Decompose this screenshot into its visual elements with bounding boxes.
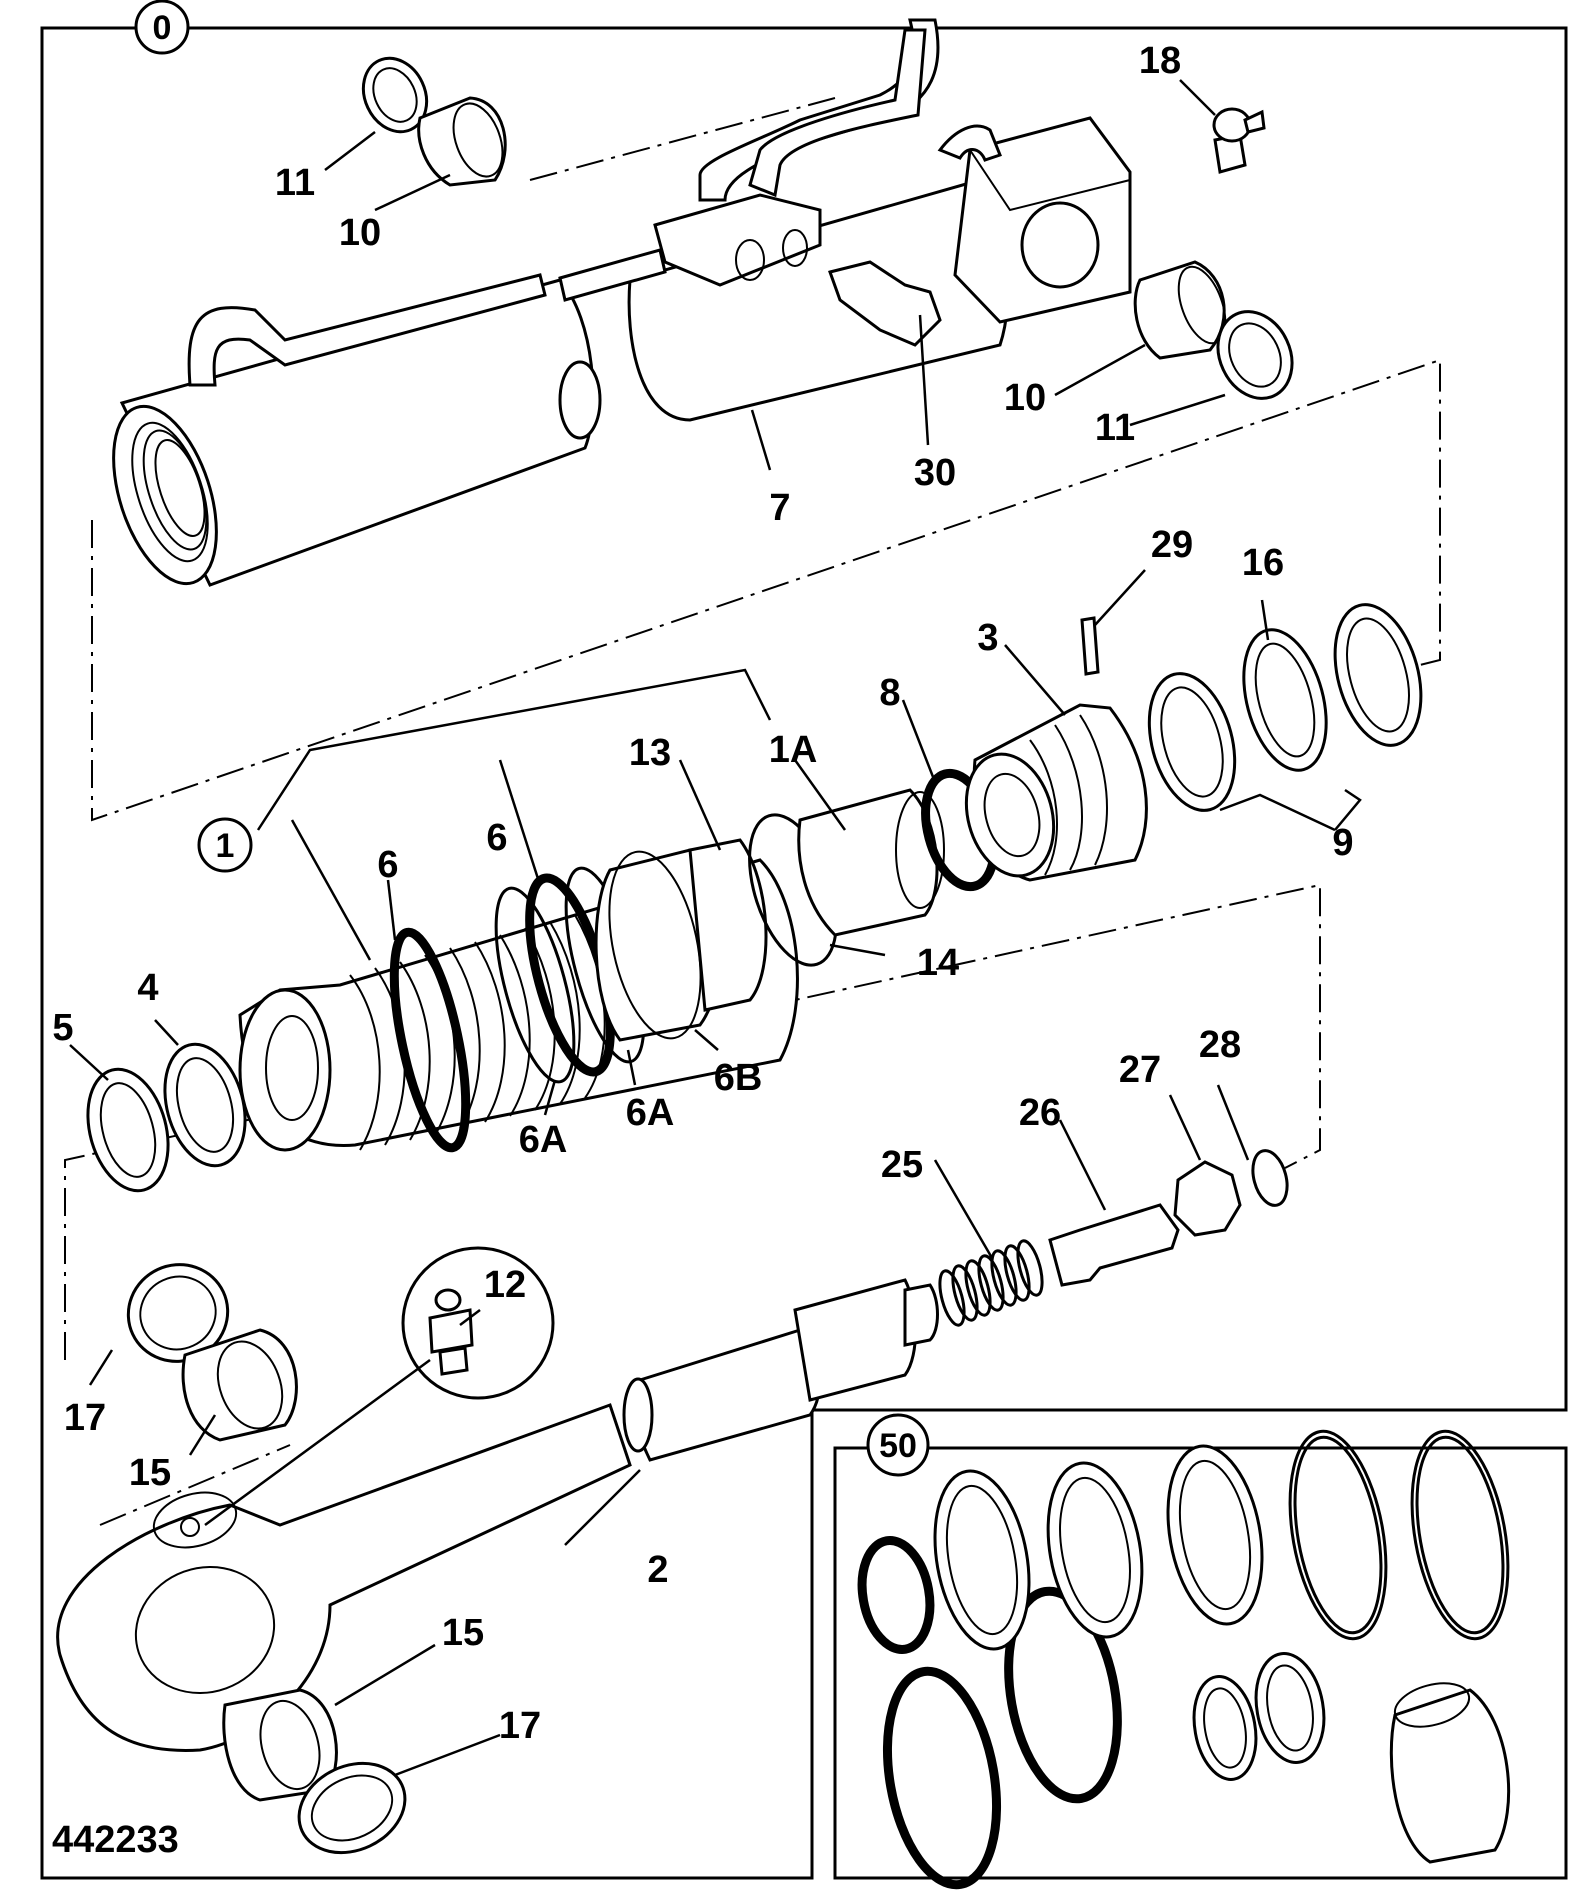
part-1A-spacer: [797, 788, 939, 937]
label-11-right: 11: [1095, 407, 1135, 449]
label-11-top: 11: [275, 162, 315, 204]
label-10-right: 10: [1004, 377, 1046, 419]
part-12-grease-nipple: [428, 1288, 474, 1376]
label-16: 16: [1242, 542, 1284, 584]
part-13-ring: [688, 838, 768, 1012]
label-1A: 1A: [769, 729, 818, 771]
label-15-lower: 15: [442, 1612, 484, 1654]
part-26-valve: [1048, 1203, 1180, 1287]
label-6A-right: 6A: [626, 1092, 675, 1134]
part-12-detail-circle: [401, 1246, 555, 1400]
label-30: 30: [914, 452, 956, 494]
part-4-seal: [163, 1042, 247, 1168]
part-10-bushing-top: [417, 96, 507, 187]
part-3-piston: [964, 703, 1148, 882]
callout-circle-0: [134, 0, 190, 55]
label-6A-left: 6A: [519, 1119, 568, 1161]
label-10-top: 10: [339, 212, 381, 254]
label-6-top: 6: [486, 817, 507, 859]
label-27: 27: [1119, 1049, 1161, 1091]
label-14: 14: [917, 942, 959, 984]
part-10-bushing-right: [1133, 260, 1226, 360]
assembly-lines: [64, 97, 1441, 1526]
label-5: 5: [52, 1007, 73, 1049]
label-12: 12: [484, 1264, 526, 1306]
callout-0: 0: [153, 9, 172, 47]
label-28: 28: [1199, 1024, 1241, 1066]
label-8: 8: [879, 672, 900, 714]
cylinder-tube: [112, 18, 1132, 587]
part-11-ring-right: [1216, 310, 1294, 400]
label-25: 25: [881, 1144, 923, 1186]
part-6-oring-a: [389, 927, 471, 1153]
callout-circle-50: [866, 1413, 930, 1477]
label-4: 4: [137, 967, 158, 1009]
label-6B: 6B: [714, 1057, 763, 1099]
part-16-ring: [1242, 628, 1328, 772]
label-29: 29: [1151, 524, 1193, 566]
label-3: 3: [977, 617, 998, 659]
label-17-upper: 17: [64, 1397, 106, 1439]
label-26: 26: [1019, 1092, 1061, 1134]
label-13: 13: [629, 732, 671, 774]
seal-kit-parts: [857, 1429, 1511, 1890]
callout-1: 1: [216, 827, 235, 865]
part-5-wiper: [86, 1067, 170, 1193]
label-17-lower: 17: [499, 1705, 541, 1747]
reference-number: 442233: [52, 1819, 179, 1861]
label-6-left: 6: [377, 844, 398, 886]
label-18: 18: [1139, 40, 1181, 82]
part-6A-ring-a: [494, 886, 576, 1084]
part-9-ring-b: [1333, 603, 1423, 747]
part-9-ring-a: [1147, 672, 1237, 812]
label-7: 7: [769, 487, 790, 529]
part-29-pin: [1080, 616, 1100, 676]
part-27-nut: [1173, 1160, 1242, 1237]
leader-lines: [69, 79, 1362, 1777]
part-25-spring: [938, 1239, 1044, 1327]
callout-50: 50: [879, 1427, 917, 1465]
label-15-upper: 15: [129, 1452, 171, 1494]
label-2: 2: [647, 1549, 668, 1591]
part-17-ring-lower: [297, 1761, 407, 1855]
callout-circle-1: [197, 817, 253, 873]
part-18-grease-fitting: [1212, 107, 1266, 174]
part-28-circlip: [1251, 1149, 1289, 1207]
piston-rod: [56, 1278, 939, 1752]
label-9: 9: [1332, 822, 1353, 864]
part-11-ring-top: [361, 56, 429, 134]
